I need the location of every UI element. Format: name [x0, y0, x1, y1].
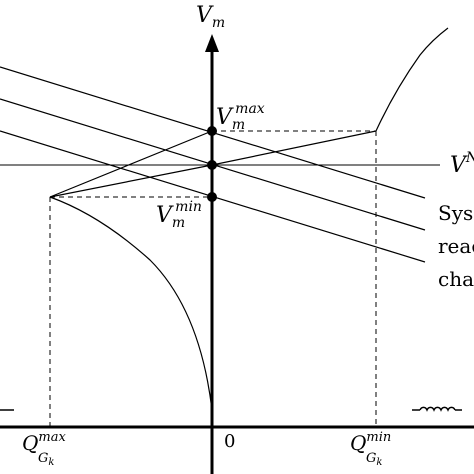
lower-capability-curve: [49, 196, 213, 411]
vmax-point: [207, 126, 217, 136]
qmin-label: Qmin: [350, 430, 391, 455]
vnom-label: VN: [450, 150, 474, 178]
qmin-sub-label: Gk: [366, 451, 382, 468]
annotation-line-3: cha: [438, 267, 474, 291]
qmax-sub-label: Gk: [38, 451, 54, 468]
droop-upper-left: [49, 130, 213, 198]
vnom-point: [207, 160, 217, 170]
vmin-label: Vmmin: [156, 199, 202, 231]
vmin-point: [207, 192, 217, 202]
y-axis-arrow: [205, 34, 219, 52]
droop-line-left: [49, 164, 213, 198]
inductor-icon: [412, 406, 462, 412]
upper-capability-curve: [375, 27, 449, 132]
qmax-label: Qmax: [22, 430, 66, 455]
droop-line-right: [211, 130, 377, 166]
annotation-line-1: Sys: [438, 201, 473, 225]
origin-label: 0: [224, 431, 235, 452]
y-axis-label: Vm: [196, 3, 225, 31]
vmax-label: Vmmax: [216, 101, 265, 133]
